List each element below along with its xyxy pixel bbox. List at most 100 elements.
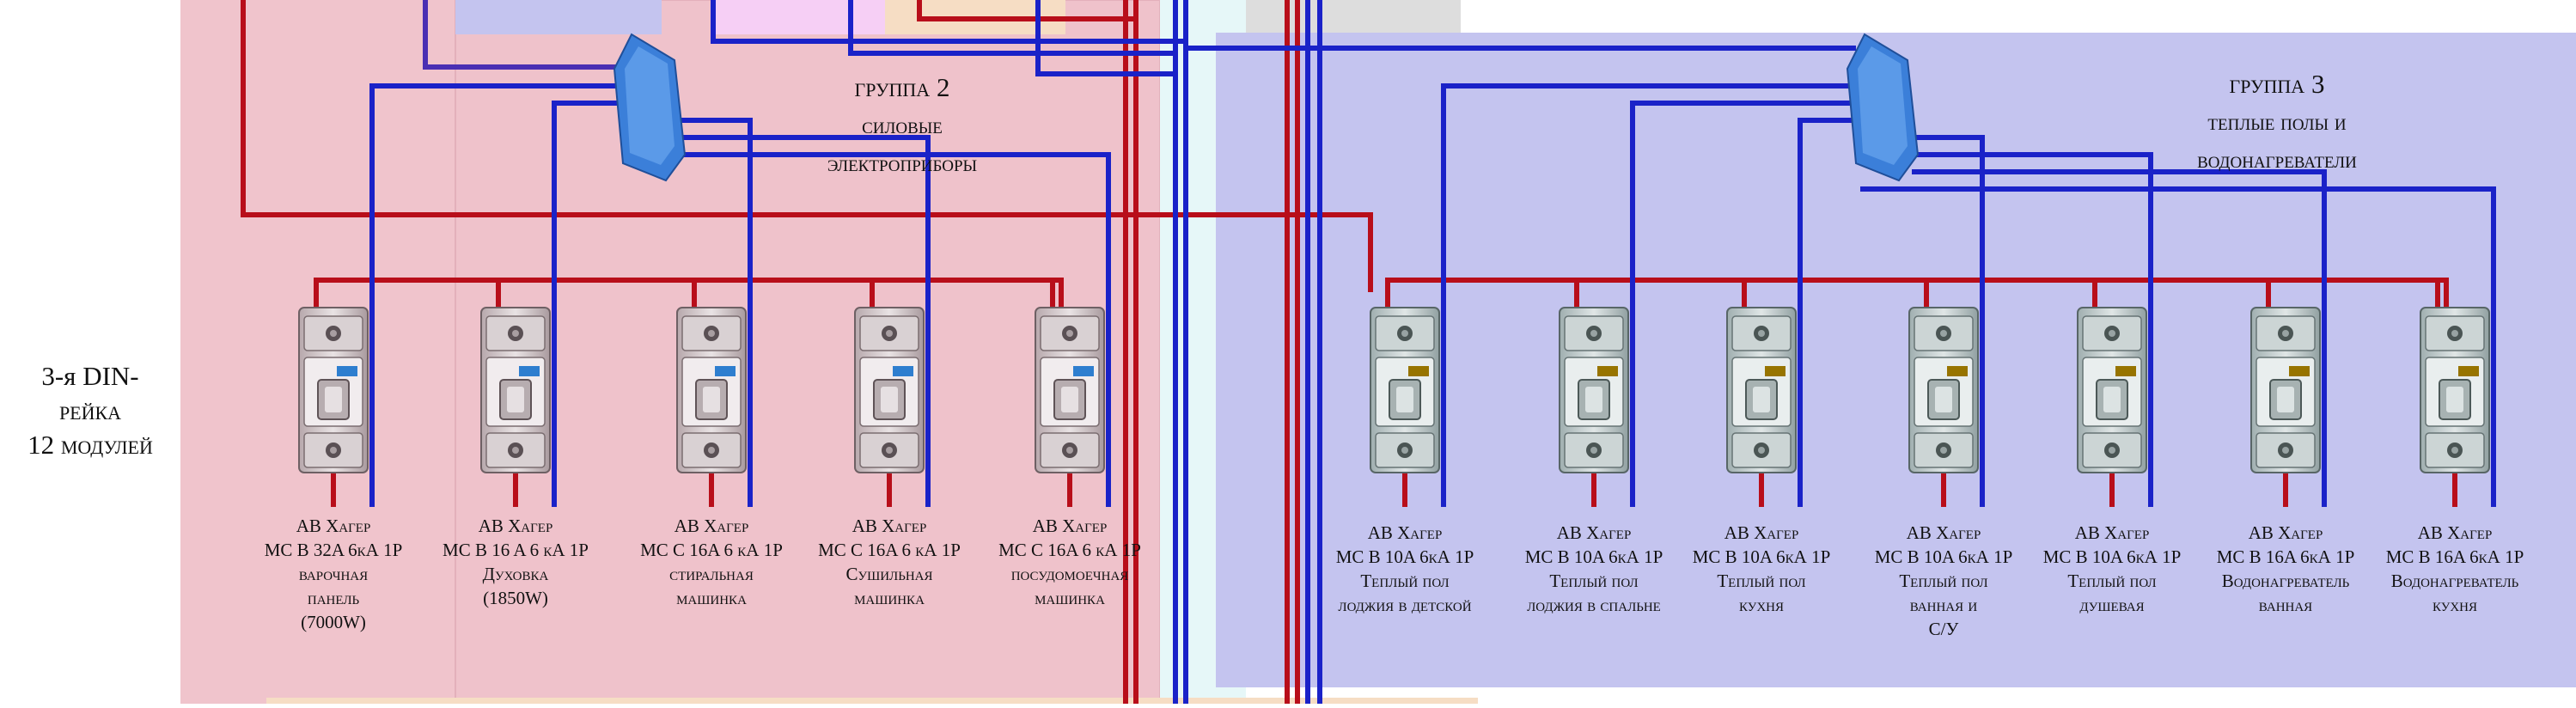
top-panel-pink bbox=[713, 0, 885, 34]
breaker-label-line-3: варочная bbox=[298, 564, 369, 584]
trunk-wires bbox=[241, 0, 1856, 704]
breaker-label-line-1: АВ Хагер bbox=[296, 516, 371, 536]
breaker-2-3 bbox=[676, 307, 747, 473]
breaker-label-line-2: MC B 10A 6кА 1P bbox=[1335, 546, 1474, 567]
neutral-wire-3-3 bbox=[1798, 118, 1860, 507]
neutral-wire-2-4 bbox=[679, 135, 931, 507]
breaker-label-line-1: АВ Хагер bbox=[1367, 522, 1443, 543]
breaker-3-1 bbox=[1370, 307, 1440, 473]
breaker-label-line-3: Сушильная bbox=[845, 564, 933, 584]
breaker-label-line-1: АВ Хагер bbox=[1724, 522, 1799, 543]
neutral-wire-top-1 bbox=[711, 0, 1186, 44]
breaker-3-6 bbox=[2250, 307, 2321, 473]
breaker-2-1 bbox=[298, 307, 369, 473]
breaker-label-line-3: Теплый пол bbox=[1717, 571, 1806, 591]
breaker-label-line-2: MC C 16A 6 кА 1P bbox=[818, 540, 961, 560]
breaker-label-line-5: С/У bbox=[1928, 619, 1959, 639]
breaker-label-line-1: АВ Хагер bbox=[1556, 522, 1632, 543]
breaker-label-line-3: стиральная bbox=[669, 564, 754, 584]
breaker-label-line-3: Теплый пол bbox=[1549, 571, 1639, 591]
breaker-label-line-1: АВ Хагер bbox=[1032, 516, 1108, 536]
group2-title: группа 2 силовые электроприборы bbox=[748, 69, 1057, 182]
neutral-wire-2-5 bbox=[627, 152, 1111, 507]
breaker-label-line-5: (7000W) bbox=[301, 612, 366, 632]
breaker-2-2 bbox=[480, 307, 551, 473]
breaker-label-2-4: АВ Хагер MC C 16A 6 кА 1P Сушильная машинка bbox=[795, 514, 984, 610]
breaker-label-line-4: машинка bbox=[676, 588, 747, 608]
group3-title-line-3: водонагреватели bbox=[2197, 147, 2357, 173]
top-panel-grey bbox=[1246, 0, 1461, 34]
breaker-label-line-3: посудомоечная bbox=[1010, 564, 1129, 584]
breaker-label-line-4: машинка bbox=[854, 588, 925, 608]
breaker-label-line-2: MC C 16A 6 кА 1P bbox=[640, 540, 783, 560]
breaker-2-4 bbox=[854, 307, 925, 473]
breaker-label-line-3: Теплый пол bbox=[1360, 571, 1450, 591]
neutral-wire-top-2 bbox=[848, 0, 1175, 56]
breaker-label-2-1: АВ Хагер MC B 32A 6кА 1P варочная панель (70… bbox=[239, 514, 428, 634]
breaker-3-7 bbox=[2420, 307, 2490, 473]
neutral-wire-3-2 bbox=[1630, 101, 1912, 507]
breaker-label-line-4: лоджия в спальне bbox=[1527, 595, 1661, 615]
breaker-label-line-3: Водонагреватель bbox=[2221, 571, 2350, 591]
bottom-strip bbox=[266, 698, 1478, 704]
breaker-2-5 bbox=[1035, 307, 1105, 473]
din-rail-line-2: рейка bbox=[58, 395, 122, 425]
breaker-3-3 bbox=[1726, 307, 1797, 473]
breaker-label-line-2: MC B 10A 6кА 1P bbox=[1874, 546, 2013, 567]
breaker-label-line-3: Теплый пол bbox=[2067, 571, 2157, 591]
breaker-label-line-4: лоджия в детской bbox=[1338, 595, 1472, 615]
din-rail-line-3: 12 модулей bbox=[27, 430, 153, 460]
breaker-label-line-1: АВ Хагер bbox=[2417, 522, 2493, 543]
group2-title-line-3: электроприборы bbox=[827, 150, 978, 176]
phase-wire-top-1 bbox=[917, 0, 1138, 21]
breaker-label-3-4: АВ Хагер MC B 10A 6кА 1P Теплый пол ванная … bbox=[1849, 521, 2038, 641]
breaker-label-line-4: ванная и bbox=[1909, 595, 1978, 615]
breaker-label-line-2: MC B 10A 6кА 1P bbox=[1692, 546, 1831, 567]
breaker-label-3-3: АВ Хагер MC B 10A 6кА 1P Теплый пол кухня bbox=[1667, 521, 1856, 617]
breaker-label-line-4: панель bbox=[307, 588, 360, 608]
breaker-label-line-4: душевая bbox=[2079, 595, 2145, 615]
group2-title-line-2: силовые bbox=[862, 113, 943, 138]
breaker-3-2 bbox=[1559, 307, 1629, 473]
breaker-label-line-1: АВ Хагер bbox=[478, 516, 553, 536]
breaker-label-line-1: АВ Хагер bbox=[2074, 522, 2150, 543]
neutral-wire-3-6 bbox=[1912, 169, 2327, 507]
group3-title-line-1: группа 3 bbox=[2229, 69, 2325, 99]
group3-title-line-2: теплые полы и bbox=[2207, 109, 2347, 135]
phase-comb-group3 bbox=[1385, 278, 2449, 309]
breaker-label-line-4: машинка bbox=[1035, 588, 1105, 608]
breaker-label-line-3: Теплый пол bbox=[1899, 571, 1988, 591]
breaker-label-line-2: MC B 16A 6кА 1P bbox=[2385, 546, 2524, 567]
breaker-3-5 bbox=[2077, 307, 2147, 473]
breaker-label-3-6: АВ Хагер MC B 16A 6кА 1P Водонагреватель ва… bbox=[2191, 521, 2380, 617]
breaker-label-line-2: MC B 32A 6кА 1P bbox=[264, 540, 403, 560]
breaker-label-3-1: АВ Хагер MC B 10A 6кА 1P Теплый пол лоджия … bbox=[1310, 521, 1499, 617]
din-rail-label: 3-я DIN- рейка 12 модулей bbox=[0, 359, 180, 462]
phase-comb-group2 bbox=[314, 278, 1064, 309]
din-rail-line-1: 3-я DIN- bbox=[41, 361, 139, 391]
breaker-label-3-7: АВ Хагер MC B 16A 6кА 1P Водонагреватель ку… bbox=[2360, 521, 2549, 617]
neutral-wire-3-5 bbox=[1860, 152, 2153, 507]
neutral-wire-top-3 bbox=[1035, 0, 1175, 76]
breaker-label-line-1: АВ Хагер bbox=[1906, 522, 1981, 543]
breaker-label-2-3: АВ Хагер MC C 16A 6 кА 1P стиральная машинк… bbox=[617, 514, 806, 610]
breaker-label-line-1: АВ Хагер bbox=[2248, 522, 2323, 543]
breaker-label-line-3: Водонагреватель bbox=[2390, 571, 2519, 591]
breaker-label-line-4: кухня bbox=[1739, 595, 1784, 615]
breaker-label-line-4: кухня bbox=[2433, 595, 2477, 615]
breaker-label-3-5: АВ Хагер MC B 10A 6кА 1P Теплый пол душевая bbox=[2017, 521, 2207, 617]
group2-title-line-1: группа 2 bbox=[854, 72, 950, 102]
breaker-label-line-2: MC B 16 A 6 кА 1P bbox=[443, 540, 589, 560]
breaker-label-line-2: MC B 16A 6кА 1P bbox=[2216, 546, 2355, 567]
breaker-label-line-1: АВ Хагер bbox=[674, 516, 749, 536]
breaker-label-line-1: АВ Хагер bbox=[852, 516, 927, 536]
neutral-wire-2-1 bbox=[369, 83, 627, 507]
breaker-label-line-4: ванная bbox=[2258, 595, 2313, 615]
neutral-wire-3-1 bbox=[1441, 83, 1860, 507]
breaker-3-4 bbox=[1908, 307, 1979, 473]
breaker-label-line-2: MC B 10A 6кА 1P bbox=[2042, 546, 2182, 567]
